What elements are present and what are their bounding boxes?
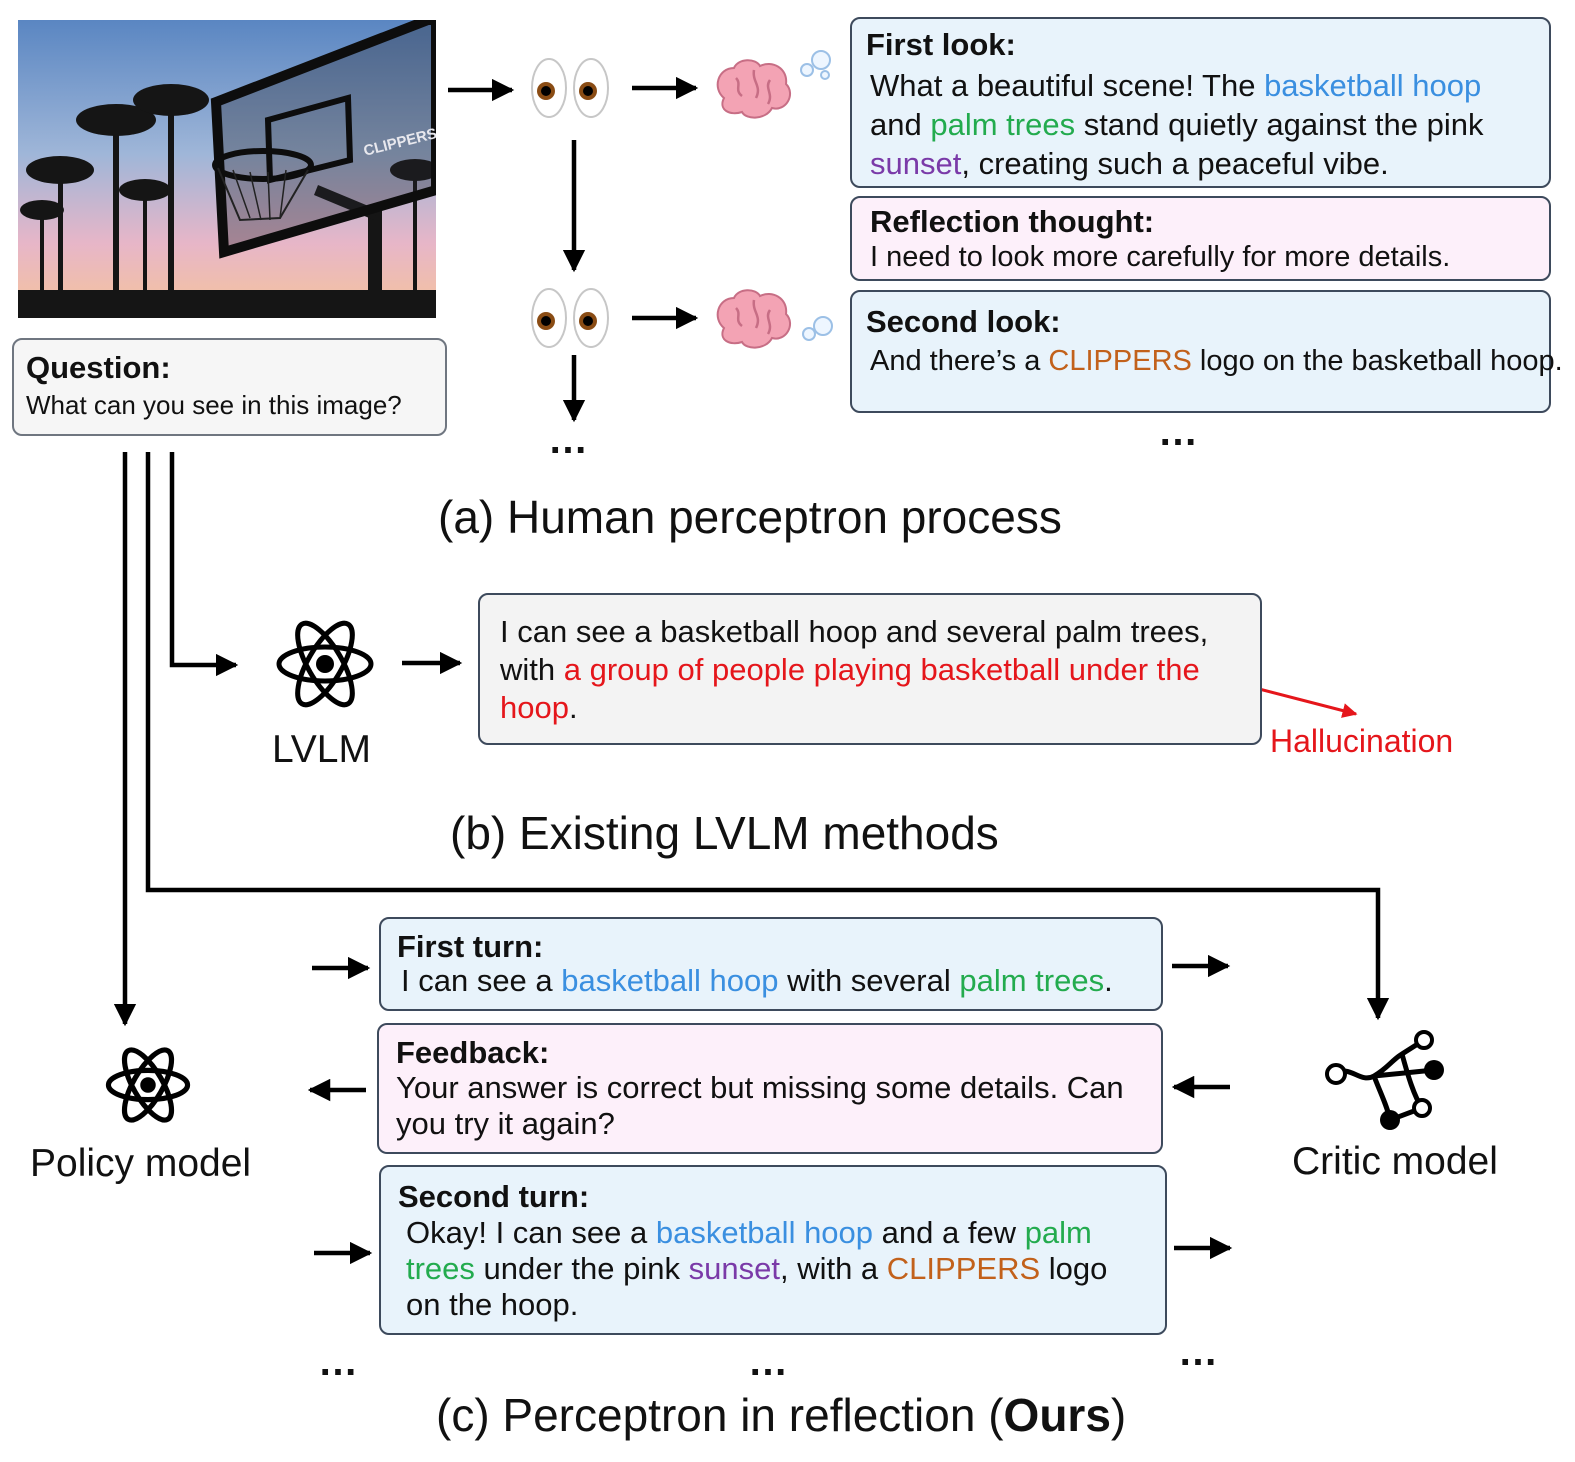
ellipsis: …	[548, 418, 594, 462]
first-turn-title: First turn:	[397, 929, 544, 964]
second-turn-text: Okay! I can see a basketball hoop and a …	[406, 1215, 1108, 1322]
atom-icon	[275, 610, 375, 723]
reflection-title: Reflection thought:	[870, 204, 1155, 239]
brain-icon	[712, 288, 794, 357]
feedback-text: Your answer is correct but missing some …	[396, 1070, 1124, 1141]
lvlm-answer-box: I can see a basketball hoop and several …	[478, 593, 1262, 745]
basketball-photo: CLIPPERS	[18, 20, 436, 318]
ellipsis: …	[1178, 1330, 1224, 1374]
critic-model-label: Critic model	[1292, 1140, 1498, 1183]
hallucination-label: Hallucination	[1270, 723, 1454, 759]
question-text: What can you see in this image?	[26, 390, 402, 420]
eyes-icon	[530, 55, 610, 126]
question-box: Question: What can you see in this image…	[12, 338, 447, 436]
brain-icon	[712, 58, 794, 127]
policy-model-label: Policy model	[30, 1142, 252, 1185]
lvlm-label: LVLM	[272, 728, 371, 771]
ellipsis: …	[318, 1340, 364, 1384]
caption-existing-lvlm: (b) Existing LVLM methods	[450, 807, 999, 859]
thought-bubble-icon	[795, 48, 835, 87]
second-turn-box: Second turn: Okay! I can see a basketbal…	[379, 1165, 1167, 1335]
thought-bubble-icon	[797, 312, 837, 351]
first-look-box: First look: What a beautiful scene! The …	[850, 17, 1551, 188]
feedback-title: Feedback:	[396, 1035, 550, 1070]
feedback-box: Feedback: Your answer is correct but mis…	[377, 1023, 1163, 1154]
caption-human-perceptron: (a) Human perceptron process	[438, 491, 1062, 543]
reflection-thought-box: Reflection thought: I need to look more …	[850, 196, 1551, 281]
ellipsis: …	[748, 1340, 794, 1384]
lvlm-answer-text: I can see a basketball hoop and several …	[500, 614, 1209, 725]
arrow-question-to-lvlm	[169, 452, 239, 677]
first-look-title: First look:	[866, 27, 1016, 62]
eyes-icon	[530, 285, 610, 356]
atom-icon	[105, 1038, 191, 1137]
question-title: Question:	[26, 350, 171, 385]
first-turn-box: First turn: I can see a basketball hoop …	[379, 917, 1163, 1011]
first-look-text: What a beautiful scene! The basketball h…	[870, 68, 1484, 181]
second-look-box: Second look: And there’s a CLIPPERS logo…	[850, 290, 1563, 413]
arrow-question-to-critic	[145, 452, 1390, 1021]
reflection-text: I need to look more carefully for more d…	[870, 241, 1451, 273]
ellipsis: …	[1158, 410, 1204, 454]
first-turn-text: I can see a basketball hoop with several…	[401, 963, 1113, 998]
caption-perceptron-in-reflection: (c) Perceptron in reflection (Ours)	[436, 1389, 1127, 1441]
second-look-title: Second look:	[866, 304, 1061, 339]
second-turn-title: Second turn:	[398, 1179, 590, 1214]
critic-network-icon	[1322, 1030, 1456, 1141]
second-look-text: And there’s a CLIPPERS logo on the baske…	[870, 345, 1563, 377]
